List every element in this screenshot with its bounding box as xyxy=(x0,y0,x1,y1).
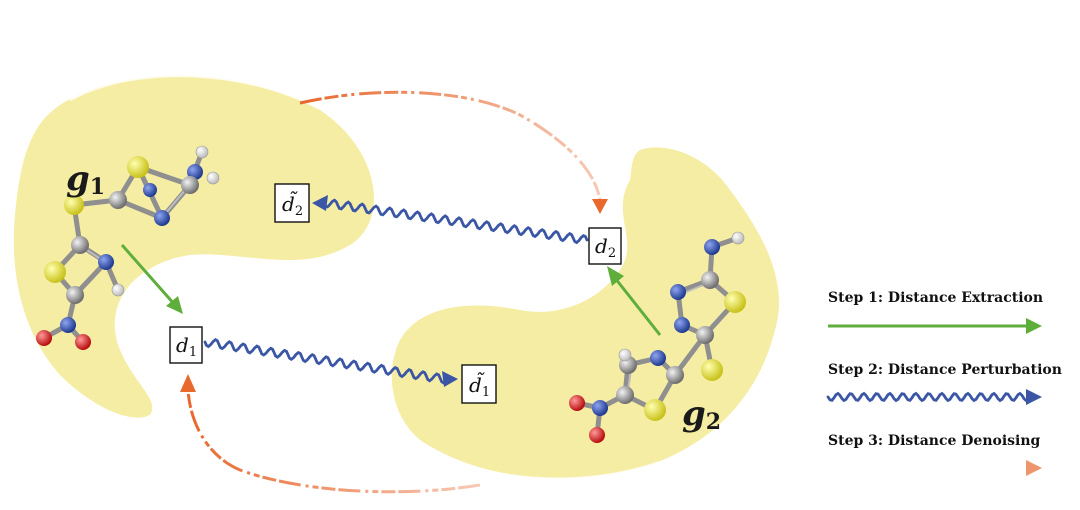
svg-text:d̃2: d̃2 xyxy=(282,190,303,219)
svg-text:d2: d2 xyxy=(595,234,616,261)
step2-arrows xyxy=(203,195,589,387)
perturb-arrowhead-d1 xyxy=(442,371,458,387)
node-d2-tilde-subscript: 2 xyxy=(295,204,303,219)
svg-text:d1: d1 xyxy=(176,333,197,360)
node-d1-subscript: 1 xyxy=(189,345,197,360)
molecule-g2 xyxy=(569,231,746,443)
legend-wave-step2 xyxy=(826,391,1028,403)
svg-text:d̃1: d̃1 xyxy=(469,371,490,400)
denoise-arc-bottom xyxy=(186,389,481,494)
graph-label-g1-letter: g xyxy=(66,159,90,199)
node-d2-tilde: d̃2 xyxy=(274,183,310,223)
extract-line-d2 xyxy=(613,277,662,336)
legend-label-step2: Step 2: Distance Perturbation xyxy=(828,362,1062,378)
node-d2-letter: d xyxy=(595,234,608,258)
legend-arrowhead-step2 xyxy=(1026,389,1042,405)
legend-arrowhead-step1 xyxy=(1026,318,1042,334)
step3-arrows xyxy=(180,90,608,494)
extract-arrowhead-d2 xyxy=(607,266,624,286)
node-d1-letter: d xyxy=(176,333,189,357)
legend-arrowhead-step3 xyxy=(1026,460,1042,476)
graph-label-g2-letter: g xyxy=(682,394,706,434)
denoise-arrowhead-bottom xyxy=(180,374,196,392)
blob-left xyxy=(13,75,374,418)
perturb-arrowhead-d2 xyxy=(312,195,328,211)
graph-label-g1: g1 xyxy=(66,159,105,200)
extract-arrowhead-d1 xyxy=(166,296,183,314)
node-d2: d2 xyxy=(588,227,622,265)
denoise-arc-top xyxy=(299,90,602,201)
legend-item-step1: Step 1: Distance Extraction xyxy=(828,290,1043,334)
perturb-wave-d2 xyxy=(324,198,589,245)
node-d2-tilde-letter: d̃ xyxy=(282,190,298,216)
blob-right-edge xyxy=(424,443,661,480)
node-d1-tilde: d̃1 xyxy=(461,364,497,404)
blob-left-edge xyxy=(69,74,319,110)
perturb-wave-d1 xyxy=(203,338,445,385)
step1-arrows xyxy=(120,244,662,336)
node-d2-subscript: 2 xyxy=(608,246,616,261)
node-d1-tilde-letter: d̃ xyxy=(469,371,485,397)
legend-item-step2: Step 2: Distance Perturbation xyxy=(826,362,1062,405)
node-d1: d1 xyxy=(169,326,203,364)
legend-label-step1: Step 1: Distance Extraction xyxy=(828,290,1043,306)
legend-item-step3: Step 3: Distance Denoising xyxy=(828,433,1042,476)
legend-label-step3: Step 3: Distance Denoising xyxy=(828,433,1041,449)
molecule-g1 xyxy=(36,145,220,350)
extract-line-d1 xyxy=(120,244,177,306)
denoise-arrowhead-top xyxy=(592,199,608,214)
graph-label-g2: g2 xyxy=(682,394,721,435)
legend: Step 1: Distance Extraction Step 2: Dist… xyxy=(826,290,1062,476)
node-d1-tilde-subscript: 1 xyxy=(482,385,490,400)
graph-label-g1-subscript: 1 xyxy=(90,174,105,200)
graph-g1-region xyxy=(13,74,374,418)
graph-label-g2-subscript: 2 xyxy=(706,409,721,435)
